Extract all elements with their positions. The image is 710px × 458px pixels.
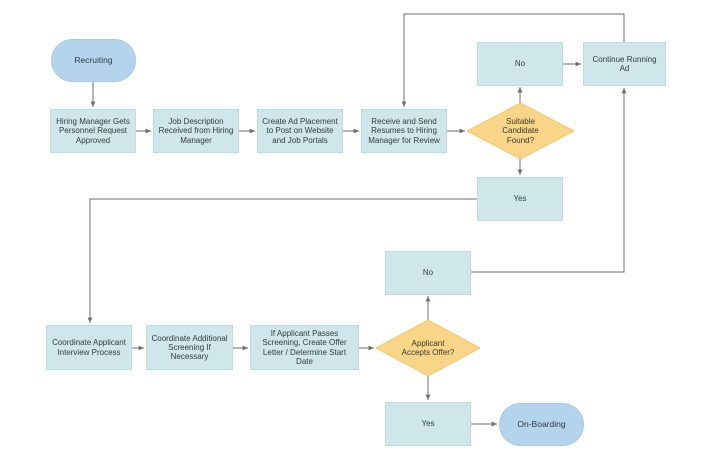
yes-outcome-bottom[interactable]: Yes — [385, 402, 471, 446]
no-outcome-bottom[interactable]: No — [385, 251, 471, 295]
accepts-offer-decision[interactable]: Applicant Accepts Offer? — [376, 320, 480, 376]
yes-outcome-top[interactable]: Yes — [477, 177, 563, 221]
connector-no-to-continue-ad — [471, 88, 627, 273]
continue-running-ad-step[interactable]: Continue Running Ad — [583, 42, 666, 86]
recruiting-terminal[interactable]: Recruiting — [51, 39, 136, 82]
decision-label: Applicant Accepts Offer? — [401, 338, 455, 357]
connector-continue-ad-loop-to-receive-resumes — [401, 13, 625, 107]
no-outcome-top[interactable]: No — [477, 42, 563, 86]
decision-diamond-shape — [467, 103, 574, 159]
coordinate-interview-step[interactable]: Coordinate Applicant Interview Process — [46, 325, 132, 370]
job-description-step[interactable]: Job Description Received from Hiring Man… — [153, 109, 239, 153]
hiring-manager-step[interactable]: Hiring Manager Gets Personnel Request Ap… — [50, 109, 136, 153]
create-offer-letter-step[interactable]: If Applicant Passes Screening, Create Of… — [250, 325, 359, 370]
decision-diamond-shape — [376, 320, 480, 376]
receive-resumes-step[interactable]: Receive and Send Resumes to Hiring Manag… — [361, 109, 447, 153]
onboarding-terminal[interactable]: On-Boarding — [499, 403, 584, 446]
decision-label: Suitable Candidate Found? — [502, 117, 539, 145]
connector-yes-to-coordinate-interview — [87, 198, 477, 323]
create-ad-step[interactable]: Create Ad Placement to Post on Website a… — [257, 109, 343, 153]
coordinate-screening-step[interactable]: Coordinate Additional Screening If Neces… — [146, 325, 233, 370]
suitable-candidate-decision[interactable]: Suitable Candidate Found? — [467, 103, 574, 159]
